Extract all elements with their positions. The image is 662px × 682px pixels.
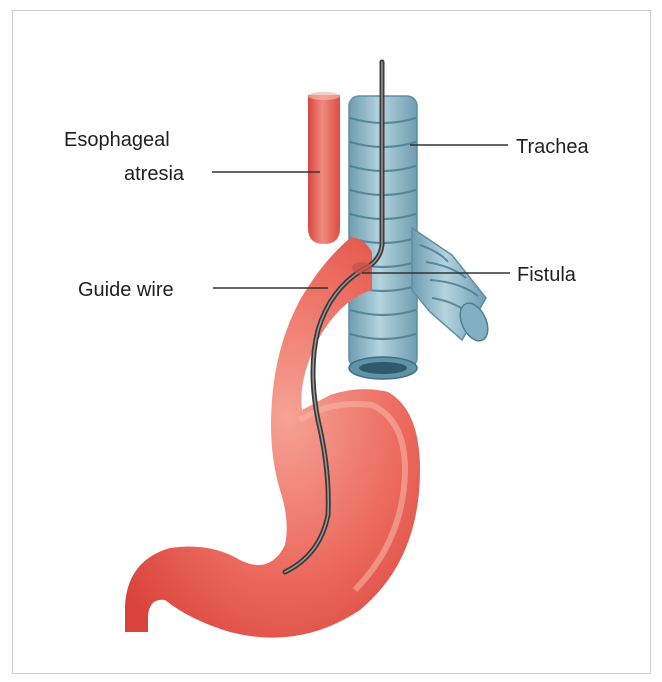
label-esophageal-atresia-line2: atresia [124,163,185,185]
label-trachea: Trachea [516,136,590,158]
esophageal-pouch [308,92,340,244]
label-guide-wire: Guide wire [78,279,174,301]
trachea [349,96,493,379]
label-esophageal-atresia-line1: Esophageal [64,129,170,151]
label-fistula: Fistula [517,264,577,286]
